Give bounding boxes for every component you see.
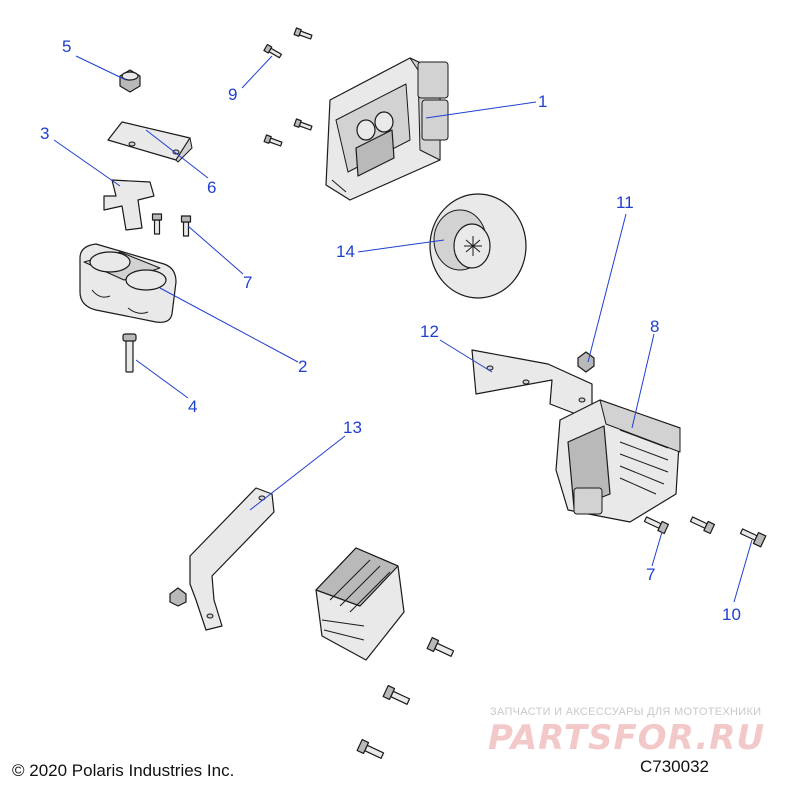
bolt-part-4[interactable] xyxy=(122,333,137,373)
callout-12[interactable]: 12 xyxy=(420,322,439,341)
nut-part-5[interactable] xyxy=(119,69,141,93)
callout-7-lower[interactable]: 7 xyxy=(646,565,656,584)
watermark-tagline: ЗАПЧАСТИ И АКСЕССУАРЫ ДЛЯ МОТОТЕХНИКИ xyxy=(490,706,762,718)
callout-10[interactable]: 10 xyxy=(722,605,741,624)
ecu-part-1[interactable] xyxy=(325,57,449,201)
regulator-part-8[interactable] xyxy=(555,399,681,523)
callout-13[interactable]: 13 xyxy=(343,418,362,437)
grommet-part-14[interactable] xyxy=(429,193,527,299)
bolts-part-7-lower[interactable] xyxy=(643,515,716,535)
callout-1[interactable]: 1 xyxy=(538,92,548,111)
callout-5[interactable]: 5 xyxy=(62,37,72,56)
callout-4[interactable]: 4 xyxy=(188,397,198,416)
callout-8[interactable]: 8 xyxy=(650,317,660,336)
callout-3[interactable]: 3 xyxy=(40,124,50,143)
clip-part-3[interactable] xyxy=(103,179,155,231)
ignition-coil-part-2[interactable] xyxy=(79,243,177,323)
bolt-part-10[interactable] xyxy=(739,526,767,548)
nut-part-11[interactable] xyxy=(577,351,595,373)
leader-lines xyxy=(53,55,753,603)
callout-6[interactable]: 6 xyxy=(207,178,217,197)
regulator-lower[interactable] xyxy=(315,547,405,661)
bracket-part-12[interactable] xyxy=(471,349,593,415)
callout-2[interactable]: 2 xyxy=(298,357,308,376)
watermark-logo: PARTSFOR.RU xyxy=(488,718,766,758)
bracket-part-6[interactable] xyxy=(107,121,193,163)
bolts-lower[interactable] xyxy=(356,637,455,761)
bracket-part-13[interactable] xyxy=(169,487,275,631)
screws-part-9[interactable] xyxy=(263,27,313,147)
figure-id: C730032 xyxy=(640,757,710,776)
callout-7-upper[interactable]: 7 xyxy=(243,273,253,292)
callout-14[interactable]: 14 xyxy=(336,242,355,261)
callout-11[interactable]: 11 xyxy=(616,193,634,212)
bolts-part-7-upper[interactable] xyxy=(151,213,192,237)
copyright-text: © 2020 Polaris Industries Inc. xyxy=(12,761,235,780)
callout-9[interactable]: 9 xyxy=(228,85,238,104)
